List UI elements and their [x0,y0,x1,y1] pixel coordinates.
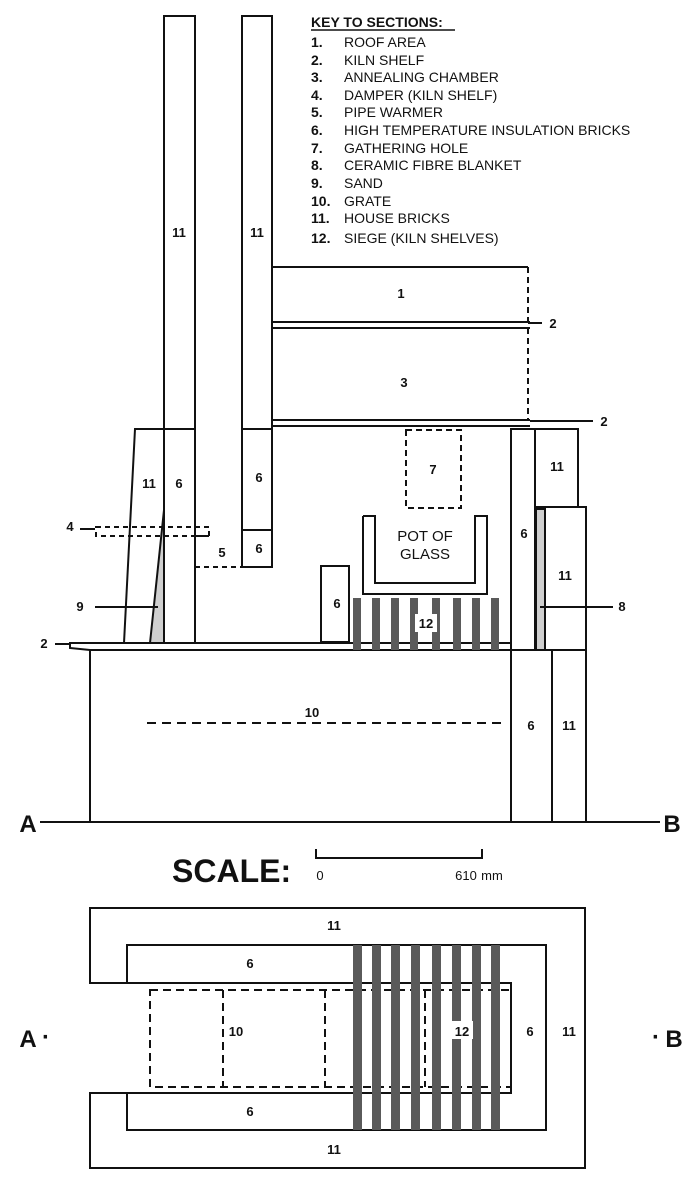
key-label: GRATE [344,193,391,209]
plan-label-bricks-top: 11 [327,918,341,933]
key-num: 12. [311,230,330,246]
key-num: 1. [311,34,323,50]
label-left-wall-bricks: 11 [142,476,156,491]
plan-label-insulation-top: 6 [246,956,253,971]
plan-grate-area [149,989,512,1088]
key-label: PIPE WARMER [344,104,443,120]
scale-end: 610 [455,868,477,883]
section-label-a: A [19,811,36,838]
key-title: KEY TO SECTIONS: [311,14,443,30]
label-bg-12 [415,614,437,632]
pot-of-glass [362,515,488,595]
scale-title: SCALE: [172,853,291,889]
plan-section-dot-b: · [652,1024,660,1051]
pot-label-line2: GLASS [400,546,450,563]
plan-label-grate: 10 [229,1024,243,1039]
key-label: HOUSE BRICKS [344,210,450,226]
key-num: 3. [311,69,323,85]
key-num: 9. [311,175,323,191]
siege-bar [372,598,380,650]
key-num: 11. [311,210,330,226]
key-label: DAMPER (KILN SHELF) [344,87,497,103]
siege-bar [391,598,399,650]
key-label: CERAMIC FIBRE BLANKET [344,157,522,173]
label-grate: 10 [305,705,319,720]
key-num: 8. [311,157,323,173]
key-num: 2. [311,52,323,68]
left-chimney [163,15,196,644]
label-right-chimney-insulation: 6 [255,470,262,485]
scale-unit: mm [481,868,503,883]
label-left-insulation: 6 [175,476,182,491]
plan-label-bricks-end: 11 [562,1024,576,1039]
key-label: SAND [344,175,383,191]
label-kiln-shelf-lower: 2 [600,414,607,429]
right-bricks-lower [551,649,587,823]
plan-siege-bar [391,945,400,1130]
sand-wedge [148,509,165,644]
label-gathering-hole: 7 [429,462,436,477]
plan-label-insulation-bottom: 6 [246,1104,253,1119]
damper [95,526,210,537]
ceramic-fibre-blanket [535,508,546,651]
plan-siege-bar [353,945,362,1130]
scale-start: 0 [316,868,323,883]
section-label-b: B [663,811,680,838]
siege-bar [353,598,361,650]
key-num: 6. [311,122,323,138]
siege-bar [472,598,480,650]
key-num: 5. [311,104,323,120]
right-insulation-lower [510,649,553,823]
label-right-insulation: 6 [520,526,527,541]
key-num: 7. [311,140,323,156]
key-num: 10. [311,193,330,209]
label-right-bricks-lower: 11 [562,718,576,733]
label-siege: 12 [419,616,433,631]
label-small-brick: 6 [333,596,340,611]
scale-bar [315,849,483,859]
label-ceramic-blanket: 8 [618,599,625,614]
roof-area [271,266,528,322]
siege-bar [453,598,461,650]
plan-label-siege: 12 [455,1024,469,1039]
label-pipe-warmer: 5 [218,545,225,560]
plan-label-insulation-end: 6 [526,1024,533,1039]
base-kiln-shelf [69,642,512,651]
label-right-bricks-top: 11 [550,459,564,474]
plan-siege-bar [411,945,420,1130]
key-label: ANNEALING CHAMBER [344,69,499,85]
label-kiln-shelf-base: 2 [40,636,47,651]
key-label: KILN SHELF [344,52,424,68]
plan-section-label-b: B [665,1026,682,1053]
key-label: SIEGE (KILN SHELVES) [344,230,499,246]
label-damper: 4 [66,519,74,534]
plan-siege-bar [491,945,500,1130]
plan-label-bricks-bottom: 11 [327,1142,341,1157]
label-kiln-shelf-upper: 2 [549,316,556,331]
label-sand: 9 [76,599,83,614]
plan-siege-bar [372,945,381,1130]
label-right-insulation-lower: 6 [527,718,534,733]
label-house-bricks-left: 11 [172,225,186,240]
label-annealing-chamber: 3 [400,375,407,390]
key-label: HIGH TEMPERATURE INSULATION BRICKS [344,122,630,138]
key-num: 4. [311,87,323,103]
key-label: GATHERING HOLE [344,140,468,156]
plan-section-label-a: A [19,1026,36,1053]
plan-siege-bar [432,945,441,1130]
pot-label-line1: POT OF [397,528,453,545]
label-chimney-base-insulation: 6 [255,541,262,556]
siege-bar [410,598,418,650]
siege-bar [491,598,499,650]
plan-siege-bar [472,945,481,1130]
label-roof-area: 1 [397,286,404,301]
plan-section-dot-a: · [42,1024,50,1051]
label-bg-plan-12 [451,1021,473,1039]
key-to-sections: KEY TO SECTIONS: 1. ROOF AREA 2. KILN SH… [311,14,630,246]
label-house-bricks-right: 11 [250,225,264,240]
label-right-bricks-middle: 11 [558,568,572,583]
gathering-hole [405,429,462,509]
key-label: ROOF AREA [344,34,426,50]
